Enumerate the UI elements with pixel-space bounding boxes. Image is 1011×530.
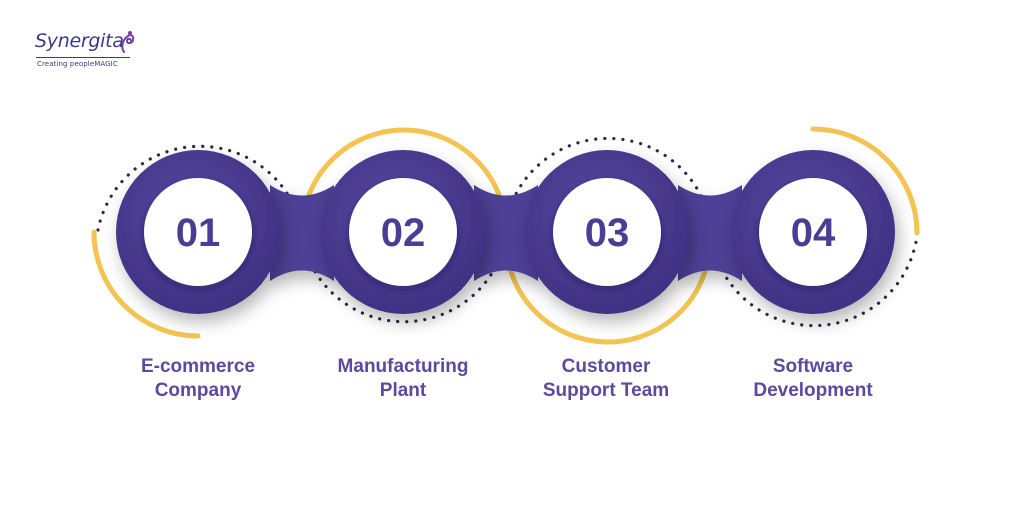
logo-tagline: Creating peopleMAGIC — [37, 60, 118, 68]
logo-swirl-icon — [121, 31, 135, 53]
connector-02-03 — [474, 185, 538, 281]
logo-underline — [36, 57, 130, 58]
step-number: 03 — [585, 211, 630, 255]
step-label-02: Manufacturing Plant — [318, 355, 488, 403]
connector-01-02 — [270, 185, 334, 281]
step-label-01: E-commerce Company — [113, 355, 283, 403]
synergita-logo: Synergita Creating peopleMAGIC — [33, 30, 143, 74]
step-number: 01 — [176, 211, 221, 255]
connectors — [270, 185, 742, 281]
step-label-line-1: Software — [772, 356, 854, 377]
decorative-arcs — [91, 126, 920, 345]
step-label-line-1: Manufacturing — [337, 356, 469, 377]
step-label-line-2: Company — [154, 380, 242, 401]
orange-arc-02 — [299, 127, 509, 235]
logo-wordmark: Synergita — [35, 30, 124, 52]
orange-arc-03 — [503, 237, 713, 345]
step-label-03: Customer Support Team — [521, 355, 691, 403]
dotted-arc-03 — [503, 136, 713, 230]
orange-arc-01 — [91, 229, 201, 339]
step-label-line-1: Customer — [561, 356, 651, 377]
step-label-04: Software Development — [728, 355, 898, 403]
step-01: 01 — [116, 150, 280, 314]
step-label-line-2: Plant — [379, 380, 427, 401]
step-number: 04 — [791, 211, 836, 255]
step-label-line-2: Development — [753, 380, 873, 401]
step-02: 02 — [321, 150, 485, 314]
step-number: 02 — [381, 211, 426, 255]
connector-03-04 — [678, 185, 742, 281]
step-04: 04 — [731, 150, 895, 314]
step-label-line-1: E-commerce — [140, 356, 256, 377]
step-label-line-2: Support Team — [542, 380, 670, 401]
dotted-arc-04 — [709, 234, 919, 328]
step-03: 03 — [525, 150, 689, 314]
orange-arc-04 — [810, 126, 920, 236]
